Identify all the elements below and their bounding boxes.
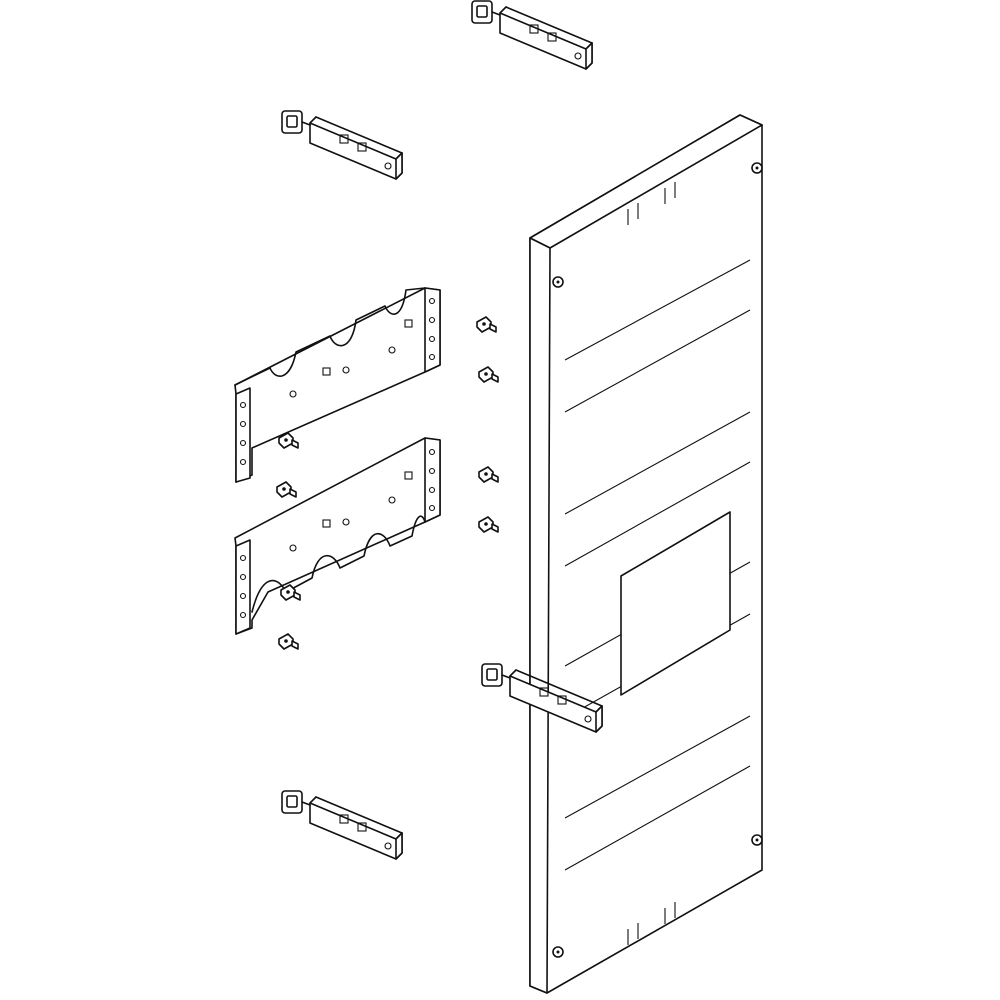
fixing-screw: [478, 366, 499, 383]
mounting-rail: [234, 437, 441, 635]
fixing-screw: [278, 633, 299, 650]
support-bracket: [471, 0, 593, 70]
support-bracket: [281, 110, 403, 180]
fixing-screw: [478, 516, 499, 533]
mounting-rail: [234, 287, 441, 483]
fixing-screw: [476, 316, 497, 333]
fixing-screw: [276, 481, 297, 498]
support-bracket: [281, 790, 403, 860]
enclosure-cover-panel: [529, 114, 763, 994]
fixing-screw: [478, 466, 499, 483]
